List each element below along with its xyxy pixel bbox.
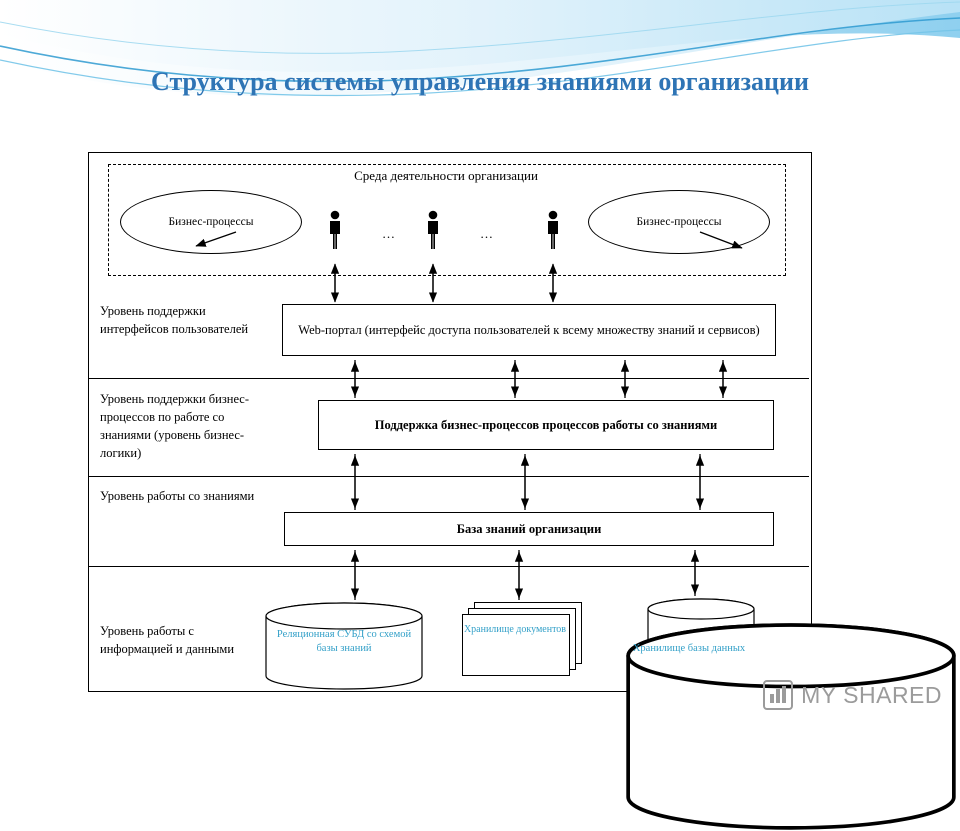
chart-icon — [763, 680, 794, 710]
person-icon-3 — [548, 210, 558, 249]
cylinder-rdbms-label: Реляционная СУБД со схемой базы знаний — [276, 629, 412, 654]
cylinder-rdbms — [265, 602, 423, 690]
level-label-interface: Уровень поддержки интерфейсов пользовате… — [100, 304, 249, 337]
ellipse-business-process-right: Бизнес-процессы — [588, 190, 770, 254]
separator-1 — [89, 378, 809, 379]
ellipse-business-process-left: Бизнес-процессы — [120, 190, 302, 254]
ellipsis-2: … — [480, 226, 493, 241]
level-label-data: Уровень работы с информацией и данными — [100, 624, 235, 657]
person-icon-2 — [428, 210, 438, 249]
environment-label: Среда деятельности организации — [354, 168, 538, 183]
box-knowledge-base-label: База знаний организации — [456, 521, 602, 536]
watermark-text: MY SHARED — [801, 681, 942, 708]
cylinder-datawarehouse-label: Хранилище базы данных — [632, 643, 746, 654]
box-knowledge-base: База знаний организации — [284, 512, 774, 546]
ellipse-right-label: Бизнес-процессы — [636, 216, 722, 228]
header-decoration — [0, 0, 960, 97]
separator-2 — [89, 476, 809, 477]
separator-3 — [89, 566, 809, 567]
person-icon-1 — [330, 210, 340, 249]
document-stack-label: Хранилище документов — [463, 624, 567, 635]
box-business-support-label: Поддержка бизнес-процессов процессов раб… — [374, 417, 718, 432]
page-title: Структура системы управления знаниями ор… — [151, 67, 809, 96]
box-business-support: Поддержка бизнес-процессов процессов раб… — [318, 400, 774, 450]
box-web-portal-label: Web-портал (интерфейс доступа пользовате… — [298, 322, 760, 337]
box-web-portal: Web-портал (интерфейс доступа пользовате… — [282, 304, 776, 356]
level-label-knowledge: Уровень работы со знаниями — [100, 489, 255, 503]
ellipsis-1: … — [382, 226, 395, 241]
ellipse-left-label: Бизнес-процессы — [168, 216, 254, 228]
level-label-business: Уровень поддержки бизнес-процессов по ра… — [100, 392, 250, 461]
watermark: MY SHARED — [763, 680, 942, 710]
document-stack-front — [462, 614, 570, 676]
